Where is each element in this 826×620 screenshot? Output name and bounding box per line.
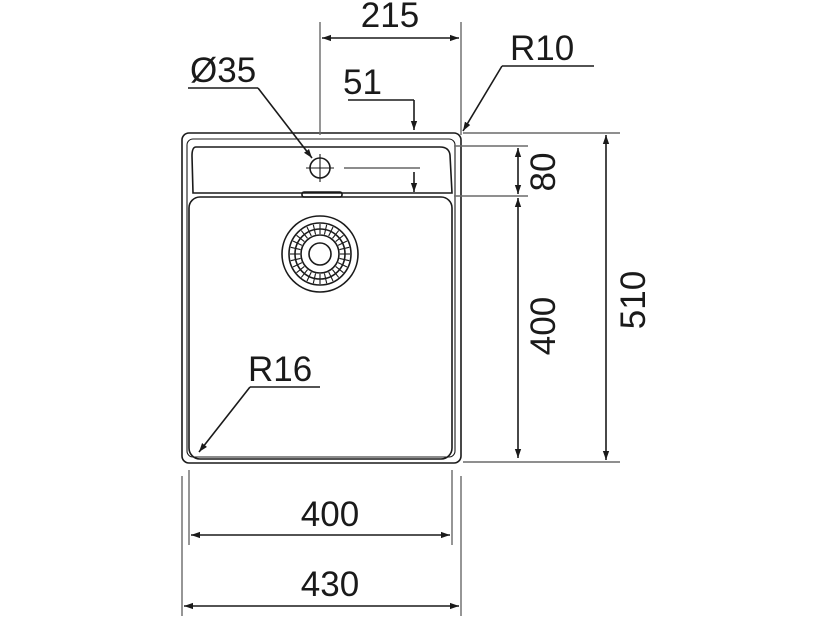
strainer-slot — [312, 273, 317, 284]
label-shelf-depth: 80 — [524, 153, 563, 192]
sink-inner-rim — [186, 138, 456, 458]
dim-top-width: 215 — [319, 0, 462, 135]
strainer-slot — [335, 234, 344, 242]
strainer-slot — [339, 257, 350, 262]
strainer-slot — [323, 273, 328, 284]
strainer-slot — [306, 226, 312, 237]
strainer-slot — [328, 226, 334, 237]
label-overall-width: 430 — [301, 565, 359, 604]
dim-inner-radius: R16 — [198, 350, 320, 453]
strainer-slot — [296, 266, 305, 274]
strainer-slot — [292, 240, 303, 246]
dim-overall-width: 430 — [184, 565, 459, 610]
dim-bowl-depth: 400 — [514, 198, 563, 458]
dim-tap-hole-offset: 51 — [343, 63, 418, 192]
strainer-slot — [306, 271, 312, 282]
strainer-slot — [296, 234, 305, 242]
dim-bottom-extensions — [181, 470, 462, 616]
dim-bowl-width: 400 — [191, 495, 450, 539]
strainer-slot — [328, 271, 334, 282]
strainer-slot — [312, 224, 317, 235]
dim-right-extensions — [454, 132, 620, 463]
strainer-slot — [290, 246, 301, 251]
strainer-slot — [335, 266, 344, 274]
strainer-slot — [337, 240, 348, 246]
dim-overall-depth: 510 — [602, 135, 653, 460]
strainer-slot — [332, 269, 340, 278]
strainer-slot — [300, 230, 308, 239]
strainer-slots — [290, 224, 350, 284]
drain-strainer — [281, 215, 359, 293]
strainer-slot — [323, 224, 328, 235]
dim-outer-radius: R10 — [462, 29, 594, 132]
dim-tap-hole-diameter: Ø35 — [188, 51, 313, 159]
strainer-slot — [290, 257, 301, 262]
label-bowl-depth: 400 — [524, 297, 563, 355]
tap-hole — [306, 154, 420, 182]
strainer-slot — [300, 269, 308, 278]
strainer-slot — [339, 246, 350, 251]
label-overall-depth: 510 — [614, 271, 653, 329]
tap-shelf — [191, 146, 453, 194]
label-tap-hole-offset: 51 — [343, 63, 382, 102]
label-bowl-width: 400 — [301, 495, 359, 534]
dim-shelf-depth: 80 — [514, 148, 563, 194]
sink-outline — [181, 132, 462, 464]
bowl — [188, 196, 453, 460]
strainer-slot — [292, 262, 303, 268]
overflow-slot — [301, 191, 343, 198]
strainer-slot — [337, 262, 348, 268]
label-tap-hole-diameter: Ø35 — [190, 51, 256, 90]
label-inner-radius: R16 — [248, 350, 312, 389]
label-top-width: 215 — [361, 0, 419, 35]
label-outer-radius: R10 — [510, 29, 574, 68]
sink-outer-rim — [181, 132, 462, 464]
strainer-slot — [332, 230, 340, 239]
